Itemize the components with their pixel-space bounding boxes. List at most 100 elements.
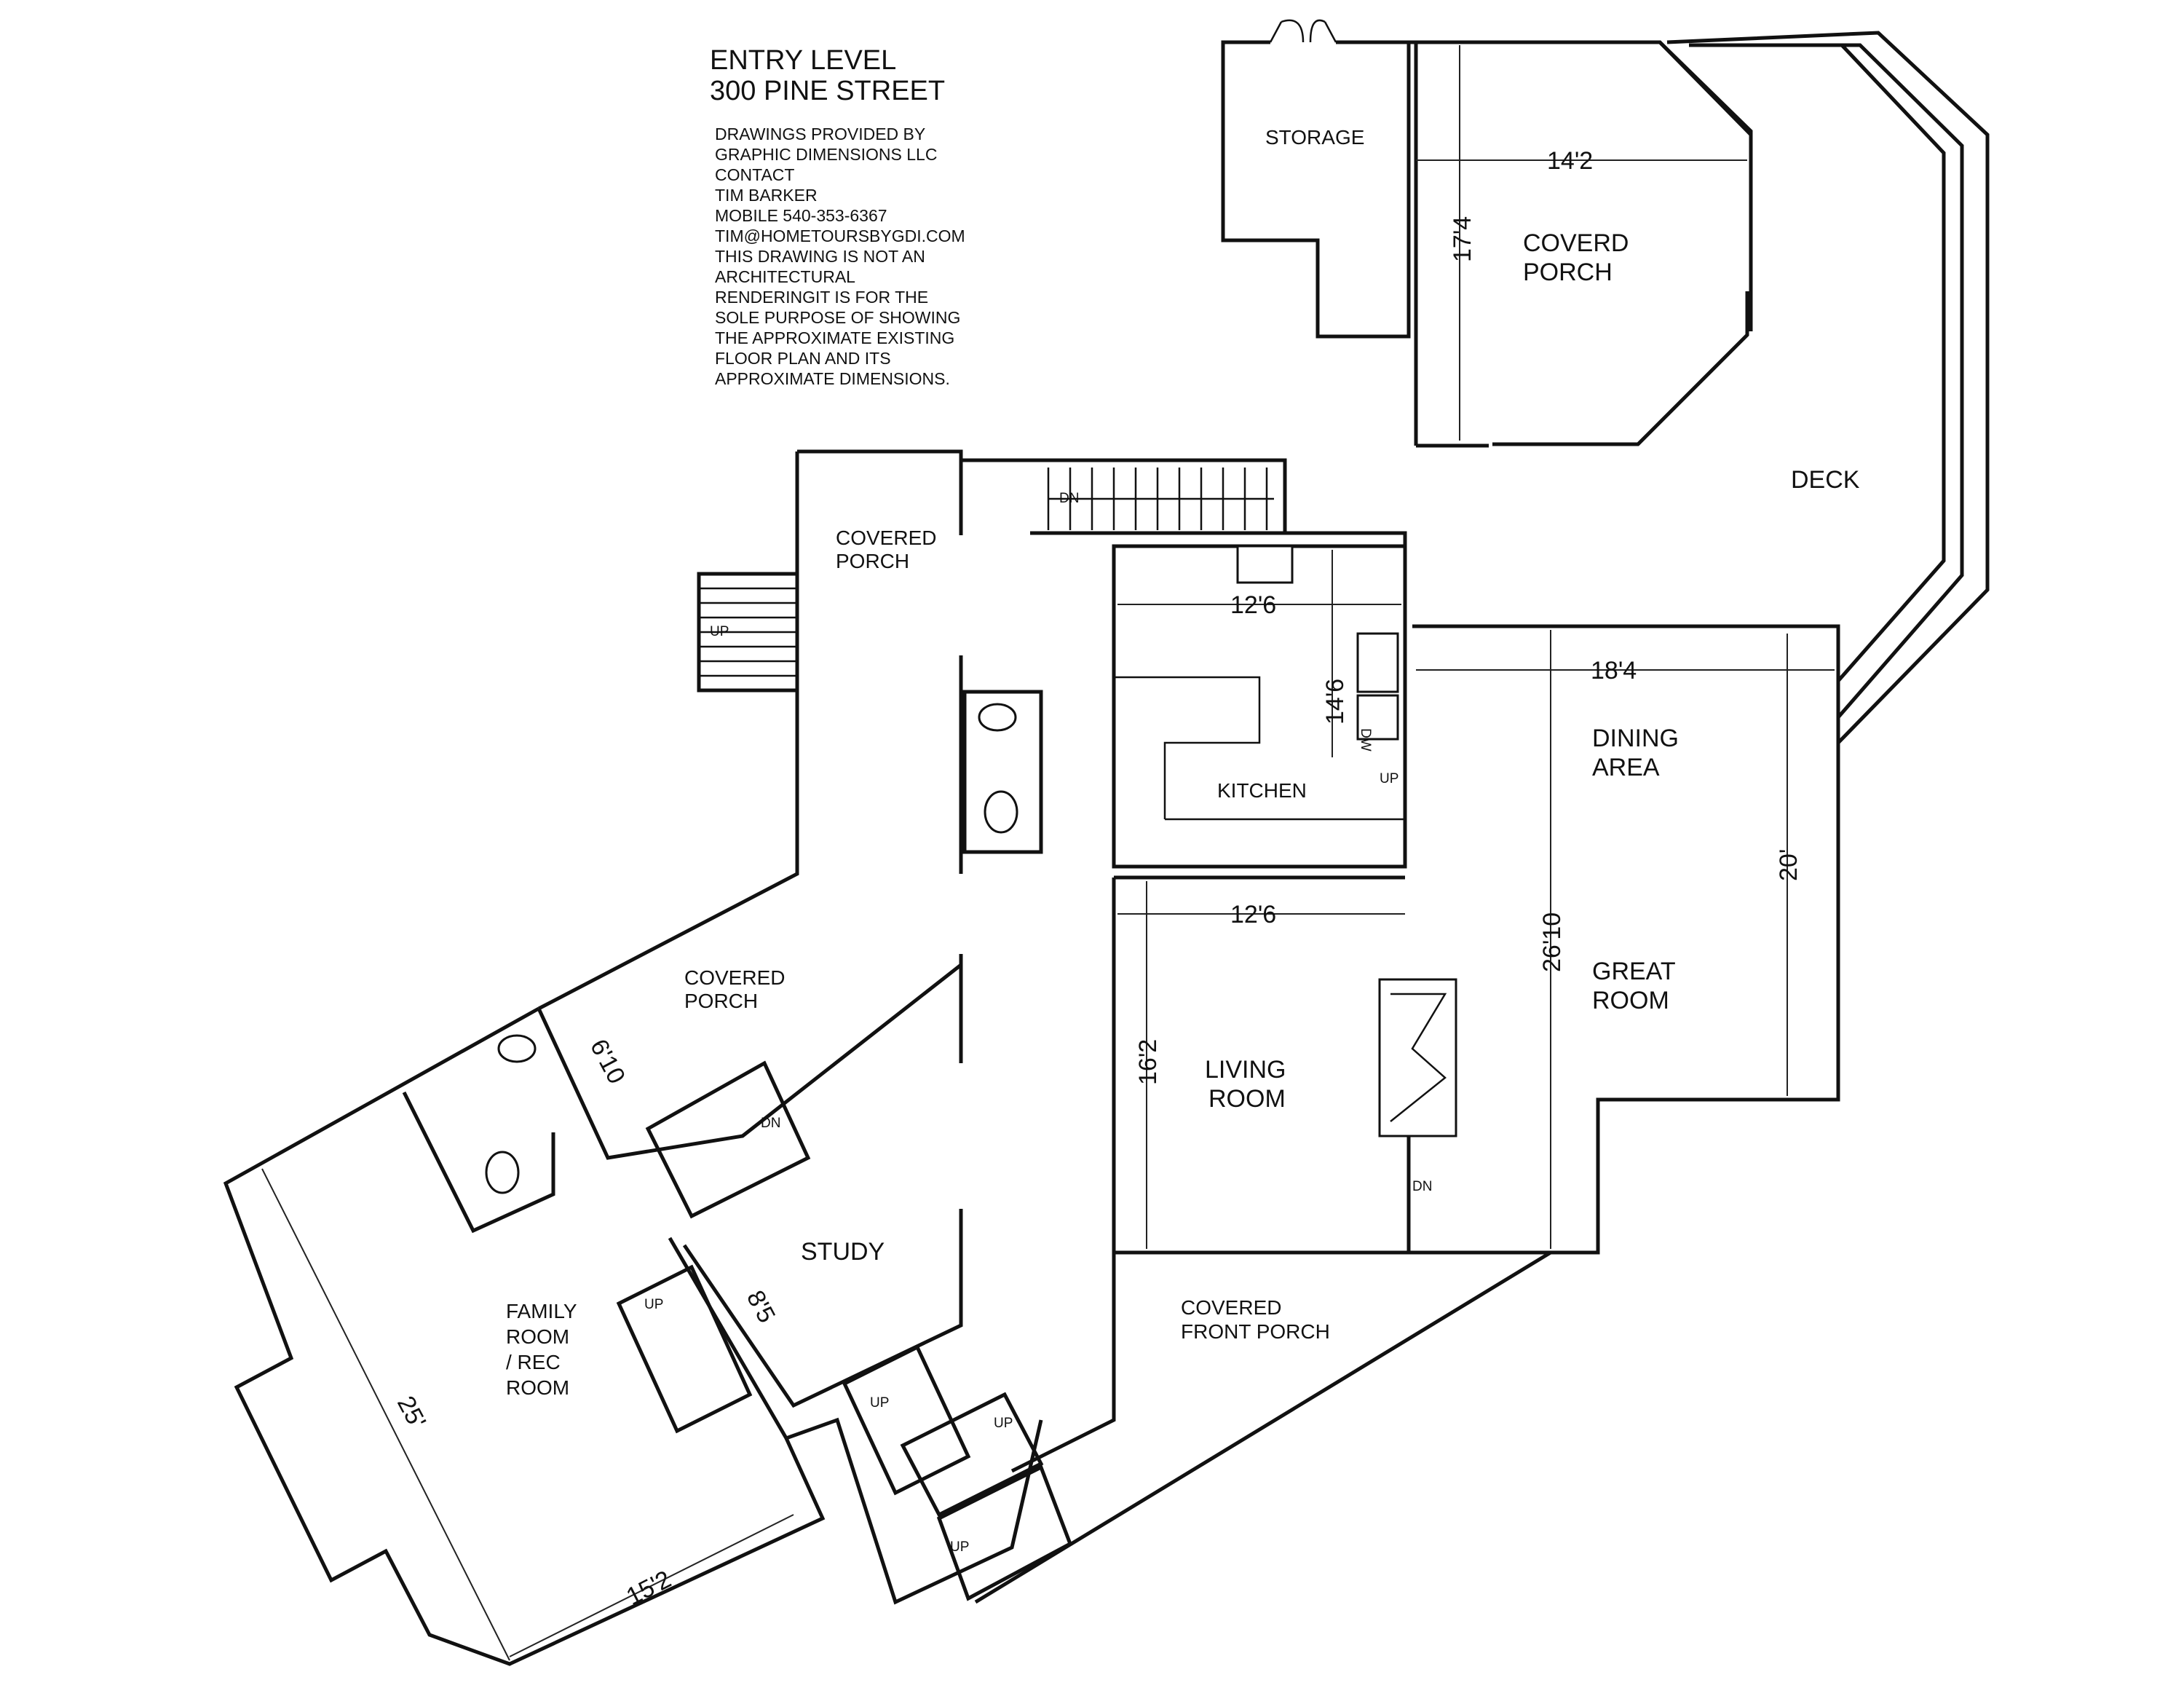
label-covered-porch-mid: COVERED: [684, 966, 785, 989]
dim-great-room-width: 20': [1775, 849, 1803, 881]
label-study: STUDY: [801, 1238, 885, 1266]
note-line: MOBILE 540-353-6367: [715, 206, 887, 225]
storage-walls: [1221, 40, 1411, 339]
label-covered-front-porch: FRONT PORCH: [1181, 1320, 1330, 1343]
label-coverd-porch: COVERD: [1523, 229, 1629, 257]
stair-block-top: [961, 458, 1287, 533]
lower-stair-right: [900, 1392, 1044, 1518]
label-living-room: ROOM: [1208, 1085, 1286, 1113]
dimension-lines: [261, 550, 1835, 1661]
note-line: RENDERINGIT IS FOR THE: [715, 288, 928, 307]
main-walls: [223, 449, 1840, 1666]
covered-porch-top-roofline: [797, 449, 963, 535]
tag-dn-living: DN: [1412, 1179, 1432, 1194]
tag-dw: DW: [1358, 728, 1373, 752]
label-covered-porch-mid: PORCH: [684, 990, 758, 1012]
room-labels: STORAGE COVERD PORCH DECK COVERED PORCH …: [506, 126, 1860, 1399]
tag-dn-north: DN: [1059, 491, 1079, 506]
dim-family-length: 25': [392, 1392, 431, 1433]
tag-up-family: UP: [644, 1297, 663, 1312]
note-line: GRAPHIC DIMENSIONS LLC: [715, 145, 937, 164]
label-dining-area: AREA: [1592, 754, 1660, 781]
tag-dn-mid: DN: [761, 1116, 780, 1131]
dim-covered-porch-depth: 6'10: [585, 1035, 630, 1089]
label-great-room: GREAT: [1592, 958, 1676, 985]
label-family-room: ROOM: [506, 1376, 569, 1399]
great-room-walls: [1406, 624, 1840, 1255]
label-living-room: LIVING: [1205, 1056, 1286, 1084]
coverd-porch-lower: [1492, 291, 1749, 446]
note-line: ARCHITECTURAL: [715, 267, 855, 286]
dimension-labels: 14'2 17'4 12'6 14'6 18'4 26'10 20' 12'6 …: [392, 147, 1803, 1611]
note-line: THE APPROXIMATE EXISTING: [715, 328, 954, 347]
note-line: TIM BARKER: [715, 186, 818, 205]
fireplace-hearth: [1390, 993, 1447, 1122]
note-line: TIM@HOMETOURSBYGDI.COM: [715, 226, 965, 245]
tag-up-lower-bottom: UP: [950, 1539, 969, 1555]
label-family-room: FAMILY: [506, 1300, 577, 1322]
tag-up-west: UP: [710, 624, 729, 639]
label-kitchen: KITCHEN: [1217, 779, 1307, 802]
dim-kitchen-depth: 14'6: [1321, 679, 1349, 725]
deck-rail-inner: [1704, 43, 1946, 682]
bathroom-walls: [962, 690, 1043, 854]
bath-toilet: [984, 790, 1018, 834]
sink: [1356, 632, 1399, 693]
label-covered-porch-top: PORCH: [836, 550, 909, 572]
dim-great-room-depth: 26'10: [1538, 912, 1566, 972]
dishwasher: [1356, 694, 1399, 741]
upper-structure: [1221, 19, 1990, 744]
bath-sink: [978, 703, 1017, 732]
front-porch-wall: [1010, 1253, 1116, 1473]
family-length-line: [261, 1168, 510, 1661]
lower-stair-left: [842, 1344, 971, 1496]
tag-up-lower-left: UP: [870, 1395, 889, 1411]
family-bath-sink: [497, 1034, 537, 1063]
lower-stair-bottom: [936, 1464, 1073, 1601]
dim-dining-width: 18'4: [1591, 657, 1637, 685]
dim-porch-width: 14'2: [1547, 147, 1593, 175]
dim-living-depth: 16'2: [1134, 1039, 1162, 1085]
dim-kitchen-width: 12'6: [1230, 591, 1276, 619]
stair-tags: UP DN DW UP DN DN UP UP UP UP: [644, 491, 1432, 1555]
label-dining-area: DINING: [1592, 725, 1679, 752]
kitchen-island: [1114, 676, 1261, 819]
stove: [1236, 545, 1294, 584]
west-stair-treads: [699, 587, 797, 677]
label-storage: STORAGE: [1265, 126, 1364, 149]
study-walls: [668, 1237, 1043, 1605]
note-line: THIS DRAWING IS NOT AN: [715, 247, 925, 266]
deck-rail-outer: [1666, 31, 1990, 744]
label-great-room: ROOM: [1592, 987, 1669, 1014]
plan-title: ENTRY LEVEL: [710, 45, 896, 76]
label-family-room: ROOM: [506, 1325, 569, 1348]
note-line: APPROXIMATE DIMENSIONS.: [715, 369, 950, 388]
covered-porch-mid-walls: [537, 963, 962, 1160]
mid-stair: [645, 1060, 811, 1219]
dim-living-width: 12'6: [1230, 901, 1276, 928]
label-covered-porch-top: COVERED: [836, 526, 936, 549]
dim-porch-depth: 17'4: [1449, 216, 1476, 262]
north-stair-treads: [1047, 468, 1274, 530]
note-line: DRAWINGS PROVIDED BY: [715, 125, 925, 143]
note-line: FLOOR PLAN AND ITS: [715, 349, 891, 368]
note-line: SOLE PURPOSE OF SHOWING: [715, 308, 960, 327]
deck-rail-mid: [1689, 43, 1964, 719]
tag-up-lower-right: UP: [994, 1416, 1013, 1431]
family-bath-toilet: [485, 1151, 520, 1194]
label-covered-front-porch: COVERED: [1181, 1296, 1281, 1319]
tag-up-kitchen: UP: [1380, 771, 1398, 786]
coverd-porch-outline: [1414, 40, 1753, 446]
dim-family-width: 15'2: [622, 1566, 676, 1612]
family-room-walls: [223, 1006, 826, 1666]
dim-study-depth: 8'5: [741, 1286, 780, 1328]
disclaimer-notes: DRAWINGS PROVIDED BY GRAPHIC DIMENSIONS …: [715, 125, 965, 388]
storage-door-swing: [1269, 19, 1337, 43]
fireplace: [1378, 978, 1457, 1137]
note-line: CONTACT: [715, 165, 794, 184]
title-block: ENTRY LEVEL 300 PINE STREET DRAWINGS PRO…: [710, 45, 965, 388]
family-stair: [616, 1264, 753, 1434]
family-width-line: [509, 1514, 794, 1657]
plan-address: 300 PINE STREET: [710, 76, 945, 106]
